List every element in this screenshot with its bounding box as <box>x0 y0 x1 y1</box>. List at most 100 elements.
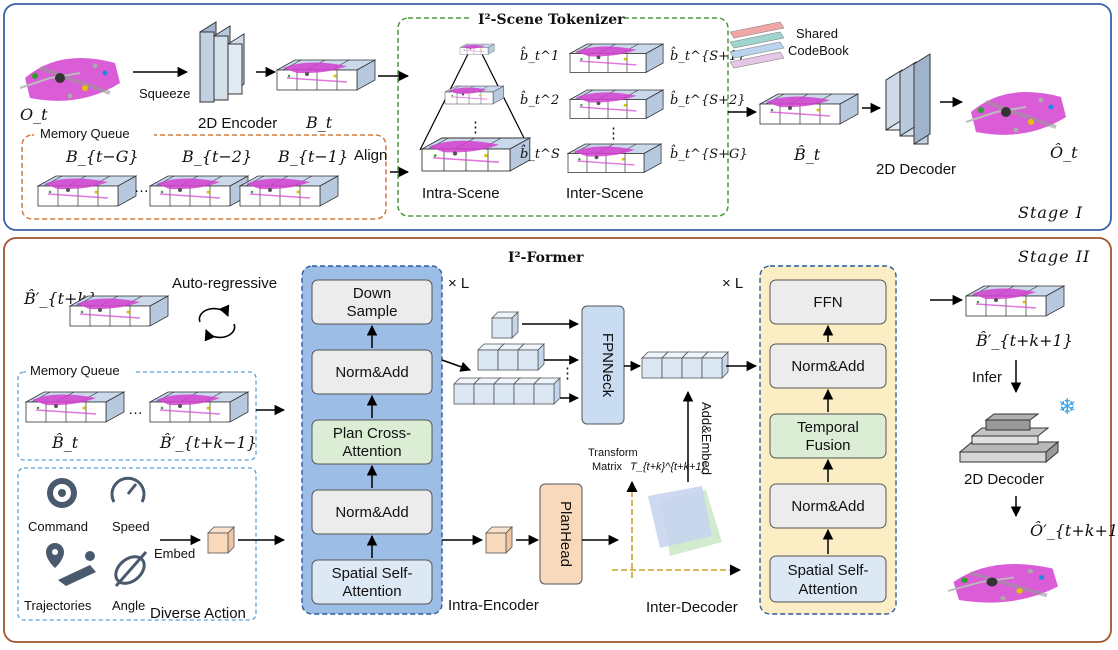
transform-symbol: T_{t+k}^{t+k+1} <box>630 461 706 473</box>
enc-block-4 <box>311 489 433 535</box>
inter-token-2: b̂_t^{S+2} <box>670 90 746 108</box>
mq2-grid-1 <box>25 391 125 423</box>
intra-scene-label: Intra-Scene <box>422 185 500 202</box>
autoregressive-label: Auto-regressive <box>172 275 277 292</box>
inter-grid-3 <box>567 143 662 174</box>
mq-ellipsis: … <box>134 179 149 196</box>
dec-block-1 <box>769 279 887 325</box>
trajectories-icon <box>46 543 96 586</box>
dec-block-1-label: FFN <box>813 294 842 311</box>
fpn-label: FPNNeck <box>599 333 616 398</box>
mq-grid-3 <box>239 175 339 207</box>
inter-grid-2 <box>569 89 664 120</box>
infer-label: Infer <box>972 369 1002 386</box>
enc-block-3-line2: Attention <box>342 443 401 460</box>
transform-label-1: Transform <box>588 447 638 459</box>
enc-block-1-line2: Sample <box>347 303 398 320</box>
plan-embed-cube <box>485 526 513 554</box>
transform-diagram <box>612 480 742 578</box>
enc-block-5-line2: Attention <box>342 583 401 600</box>
dec-block-5-line1: Spatial Self- <box>788 562 869 579</box>
stage1-label: Stage I <box>1018 203 1083 222</box>
dec-block-5-line2: Attention <box>798 581 857 598</box>
trajectories-label: Trajectories <box>24 598 92 613</box>
enc-block-1-line1: Down <box>353 285 391 302</box>
cycle-icon <box>198 304 236 342</box>
feature-large <box>453 377 561 405</box>
codebook-label-1: Shared <box>796 26 838 41</box>
dec-block-3 <box>769 413 887 459</box>
input-label: O_t <box>20 105 48 124</box>
inter-scene-label: Inter-Scene <box>566 185 644 202</box>
bhat-next-grid <box>69 295 169 327</box>
encoder-label: 2D Encoder <box>198 115 277 132</box>
mq2-ellipsis: … <box>128 401 143 418</box>
planhead-label: PlanHead <box>557 501 574 567</box>
intra-token-2: b̂_t^2 <box>520 90 559 108</box>
frozen-decoder-label: 2D Decoder <box>964 471 1044 488</box>
enc-block-5 <box>311 559 433 605</box>
encoder-times-l: × L <box>448 275 469 292</box>
intra-scene-pyramid: ⋮ <box>419 43 531 172</box>
squeeze-label: Squeeze <box>139 86 190 101</box>
former-title: I²-Former <box>508 250 584 266</box>
dec-block-3-line2: Fusion <box>805 437 850 454</box>
bev-label: B_t <box>305 113 333 132</box>
stage1-panel <box>3 3 1112 231</box>
dec-block-4-label: Norm&Add <box>791 498 864 515</box>
mq-item-1: B_{t−G} <box>65 147 139 166</box>
codebook-label-2: CodeBook <box>788 43 849 58</box>
add-embed-label: Add&Embed <box>699 402 714 475</box>
command-icon <box>47 478 77 508</box>
enc-block-5-line1: Spatial Self- <box>332 565 413 582</box>
memory-queue-label: Memory Queue <box>40 126 130 141</box>
inter-dots: ⋮ <box>606 125 621 142</box>
inter-token-g: b̂_t^{S+G} <box>670 144 748 162</box>
action-embed-cube <box>207 526 235 554</box>
angle-icon <box>114 551 148 587</box>
inter-feature <box>641 351 729 379</box>
output2-label: Ô′_{t+k+1} <box>1030 520 1118 540</box>
speed-icon <box>110 476 146 503</box>
codebook-icon <box>729 21 785 69</box>
speed-label: Speed <box>112 519 150 534</box>
mq2-grid-2 <box>149 391 249 423</box>
embed-label: Embed <box>154 546 195 561</box>
tokenizer-title: I²-Scene Tokenizer <box>478 12 625 28</box>
dec-block-2 <box>769 343 887 389</box>
mq-grid-1 <box>37 175 137 207</box>
output-label: Ô_t <box>1050 142 1078 162</box>
enc-block-2-label: Norm&Add <box>335 364 408 381</box>
intra-encoder-label: Intra-Encoder <box>448 597 539 614</box>
enc-block-3-line1: Plan Cross- <box>333 425 411 442</box>
mq-item-4: B_{t−1} <box>277 147 348 166</box>
mq-item-3: B_{t−2} <box>181 147 252 166</box>
enc-block-4-label: Norm&Add <box>335 504 408 521</box>
inter-decoder-label: Inter-Decoder <box>646 599 738 616</box>
planhead <box>539 483 583 585</box>
diverse-action-label: Diverse Action <box>150 605 246 622</box>
feature-medium <box>477 343 545 371</box>
angle-label: Angle <box>112 598 145 613</box>
inter-grid-1 <box>569 43 664 74</box>
bev-grid <box>276 59 376 91</box>
dec-block-3-line1: Temporal <box>797 419 859 436</box>
snowflake-icon: ❄ <box>1058 394 1076 419</box>
frozen-decoder-icon <box>958 413 1060 464</box>
decoder-icon <box>885 53 931 145</box>
mq-grid-2 <box>149 175 249 207</box>
feature-small <box>491 311 519 339</box>
bhat-out-grid <box>965 285 1065 317</box>
memory-queue-box-2 <box>17 371 257 461</box>
inter-token-1: b̂_t^{S+1} <box>670 46 746 64</box>
diverse-action-box <box>17 467 257 621</box>
align-label: Align <box>354 147 387 164</box>
intra-token-s: b̂_t^S <box>520 144 560 162</box>
mq2-item-2: B̂′_{t+k−1} <box>159 433 257 452</box>
dec-block-5 <box>769 555 887 603</box>
enc-block-2 <box>311 349 433 395</box>
intra-token-1: b̂_t^1 <box>520 46 559 64</box>
intra-dots: ⋮ <box>468 119 483 136</box>
command-label: Command <box>28 519 88 534</box>
